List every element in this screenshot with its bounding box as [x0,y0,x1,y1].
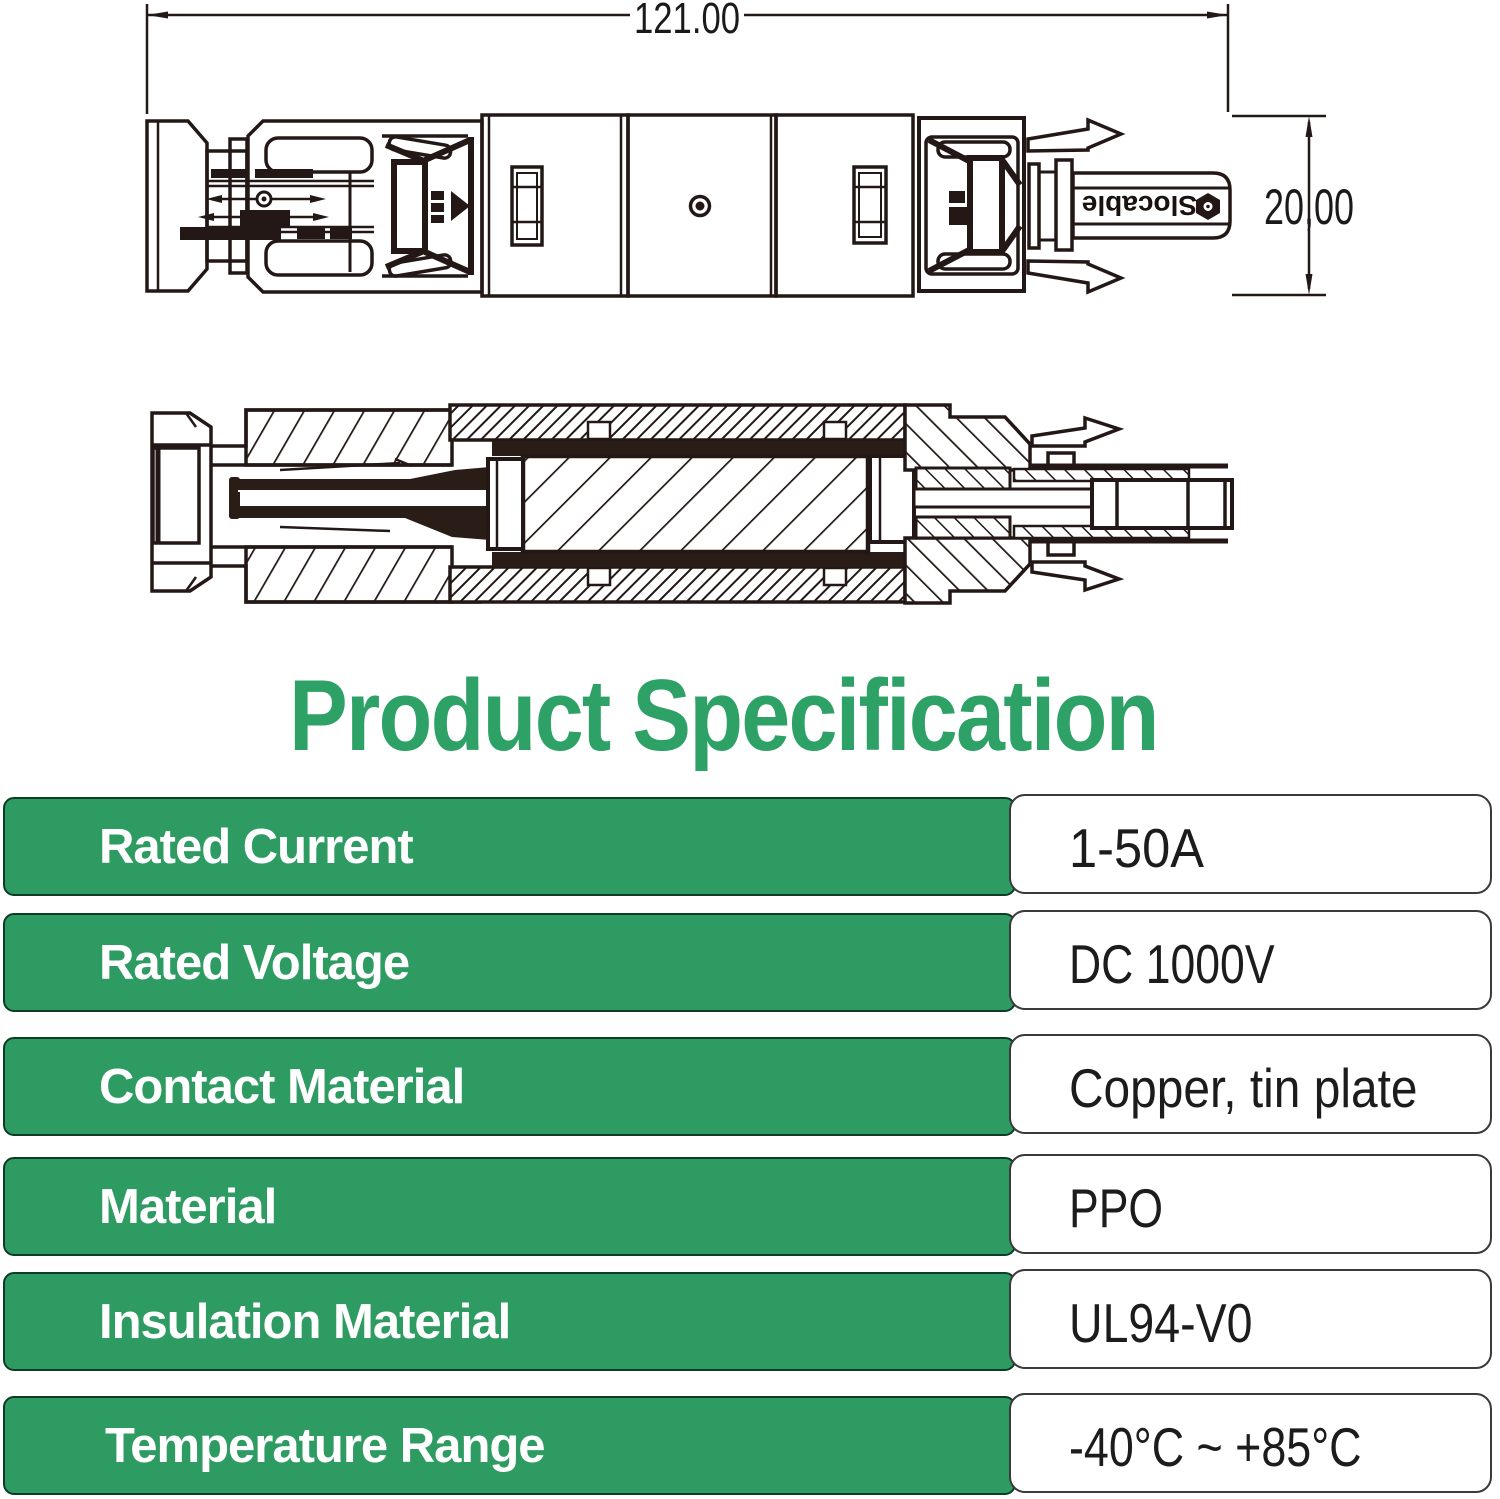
svg-text:20,00: 20,00 [1264,179,1354,235]
svg-text:Slocable: Slocable [1082,190,1197,221]
svg-text:121.00: 121.00 [634,0,740,43]
